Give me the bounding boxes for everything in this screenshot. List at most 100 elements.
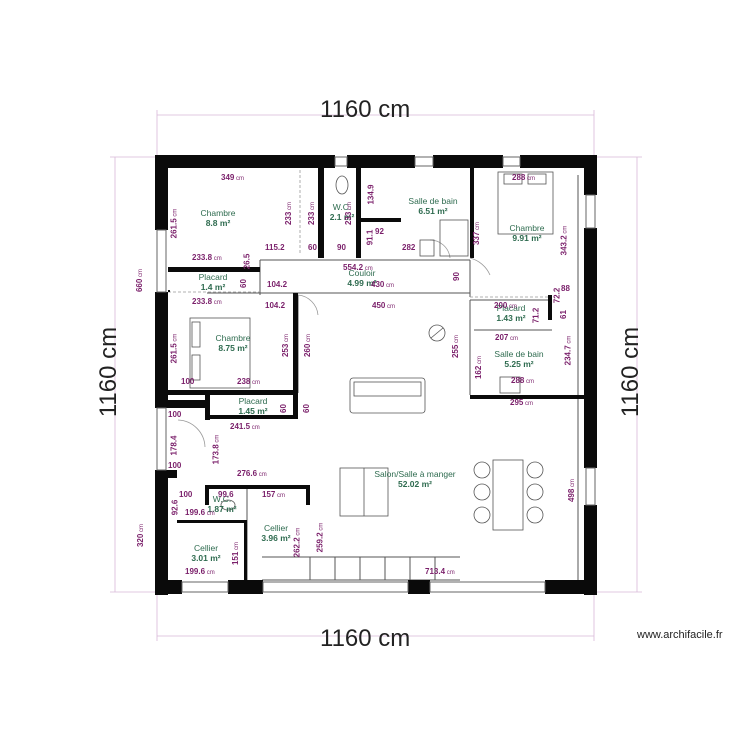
dimension-label: 713.4 cm (425, 567, 455, 576)
dimension-label: 173.8 cm (211, 434, 221, 465)
room-wc-2: W.C.1.87 m² (202, 494, 242, 514)
dimension-label: 255 cm (451, 334, 461, 359)
room-name: Placard (238, 396, 268, 406)
dimension-label: 60 (238, 279, 248, 288)
sink-icon (499, 376, 521, 394)
dimension-label: 207 cm (495, 333, 519, 342)
dimension-label: 554.2 cm (343, 263, 373, 272)
dimension-label: 90 (451, 272, 461, 281)
room-name: Cellier (263, 523, 289, 533)
dimension-label: 200 cm (494, 301, 518, 310)
dimension-label: 234.7 cm (563, 335, 573, 366)
furniture (189, 171, 554, 531)
toilet-icon (335, 175, 349, 195)
dimension-label: 115.2 (265, 243, 285, 252)
overall-dimension-lines (110, 110, 642, 641)
sink-icon (419, 239, 435, 257)
room-name: Chambre (215, 333, 251, 343)
overall-dimension-top: 1160 cm (320, 96, 411, 123)
room-area: 52.02 m² (397, 479, 433, 489)
dimension-label: 233.8 cm (192, 253, 222, 262)
room-area: 1.87 m² (207, 504, 237, 514)
sofa-icon (349, 377, 426, 414)
windows (156, 156, 596, 593)
dimension-label: 276.6 cm (237, 469, 267, 478)
dimension-label: 72.2 (552, 287, 562, 304)
dimension-label: 104.2 (265, 301, 286, 310)
dimension-label: 157 cm (262, 490, 286, 499)
dimension-label: 162 cm (474, 355, 484, 380)
bed-icon (497, 171, 554, 235)
room-area: 8.75 m² (218, 343, 248, 353)
dimension-label: 91.1 (365, 229, 375, 246)
dimension-label: 238 cm (237, 377, 261, 386)
toilet-icon (220, 499, 236, 511)
dimension-label: 288 cm (512, 173, 536, 182)
dimension-label: 60 (278, 404, 288, 413)
room-area: 1.45 m² (238, 406, 268, 416)
room-name: Chambre (200, 208, 236, 218)
dimension-label: 320 cm (136, 523, 146, 548)
dimension-label: 660 cm (135, 268, 145, 293)
room-area: 2.1 m² (329, 212, 355, 222)
dimension-label: 233.8 cm (192, 297, 222, 306)
dimension-label: 241.5 cm (230, 422, 260, 431)
overall-dimension-right: 1160 cm (617, 326, 645, 418)
dimension-label: 498 cm (567, 478, 577, 503)
dimension-label: 92.6 (170, 499, 180, 516)
room-name: Placard (198, 272, 228, 282)
dimension-label: 282 (402, 243, 416, 252)
dimension-label: 104.2 (267, 280, 288, 289)
lamp-icon (428, 324, 446, 342)
dimension-label: 26.5 (242, 253, 252, 270)
dimension-label: 261.5 cm (169, 208, 179, 239)
dimension-label: 71.2 (531, 307, 541, 324)
dimension-label: 61 (558, 310, 568, 319)
dimension-label: 260 cm (303, 333, 313, 358)
walls (155, 155, 597, 595)
dimension-label: 60 (301, 404, 311, 413)
dimension-label: 261.5 cm (169, 333, 179, 364)
dimension-label: 233 cm (284, 201, 294, 226)
room-name: Salon/Salle à manger (374, 469, 456, 479)
dimension-label: 233 cm (344, 201, 354, 226)
dimension-label: 349 cm (221, 173, 245, 182)
dimension-label: 178.4 (169, 435, 179, 456)
room-area: 4.99 m² (347, 278, 377, 288)
dimension-label: 450 cm (372, 301, 396, 310)
dimension-label: 99.6 (218, 490, 234, 499)
dimension-label: 100 (168, 461, 182, 470)
bathtub-icon (439, 219, 469, 257)
room-area: 9.91 m² (512, 233, 542, 243)
dimension-label: 90 (337, 243, 346, 252)
dimension-label: 288 cm (511, 376, 535, 385)
bed-icon (189, 317, 251, 389)
room-area: 3.96 m² (261, 533, 291, 543)
dimension-label: 60 (308, 243, 317, 252)
dimension-label: 92 (375, 227, 384, 236)
room-wc-1: W.C.2.1 m² (326, 202, 358, 222)
overall-dimension-left: 1160 cm (95, 326, 123, 418)
dimension-label: 100 (181, 377, 195, 386)
room-area: 5.25 m² (504, 359, 534, 369)
dimension-label: 134.9 (366, 184, 376, 205)
dimension-label: 262.2 cm (292, 527, 302, 558)
dimension-label: 100 (168, 410, 182, 419)
dimension-label: 259.2 cm (315, 522, 325, 553)
dimension-label: 199.6 cm (185, 508, 215, 517)
dimension-label: 295 cm (510, 398, 534, 407)
room-area: 1.43 m² (496, 313, 526, 323)
room-area: 1.4 m² (200, 282, 226, 292)
dimension-label: 199.6 cm (185, 567, 215, 576)
room-name: Salle de bain (408, 196, 458, 206)
room-name: W.C. (332, 202, 352, 212)
